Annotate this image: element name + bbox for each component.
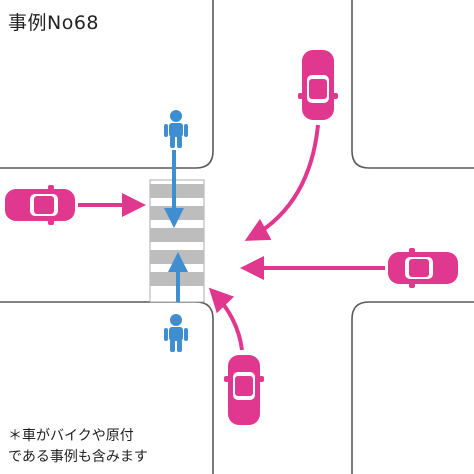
car-bottom-icon — [224, 355, 264, 425]
crosswalk — [149, 179, 205, 303]
road-edge-top-right — [351, 0, 474, 169]
crosswalk-stripe — [150, 228, 204, 242]
footnote-line-2: である事例も含みます — [8, 449, 148, 465]
pedestrian-south-icon — [164, 314, 188, 352]
car-right-icon — [388, 248, 458, 288]
road-edge-bottom-right — [351, 301, 474, 474]
car-topright-icon — [298, 50, 338, 120]
car-left-icon — [5, 185, 75, 225]
crosswalk-stripe — [150, 184, 204, 198]
case-title: 事例No68 — [8, 12, 100, 34]
footnote-line-1: ＊車がバイクや原付 — [8, 428, 134, 444]
footnote: ＊車がバイクや原付 である事例も含みます — [8, 426, 148, 468]
road-edge-top-left — [0, 0, 214, 169]
pedestrian-north-icon — [164, 110, 188, 148]
car-arrow-topright-turning — [244, 124, 320, 241]
crosswalk-stripe — [150, 206, 204, 220]
car-arrow-bottom-turning — [208, 287, 244, 351]
